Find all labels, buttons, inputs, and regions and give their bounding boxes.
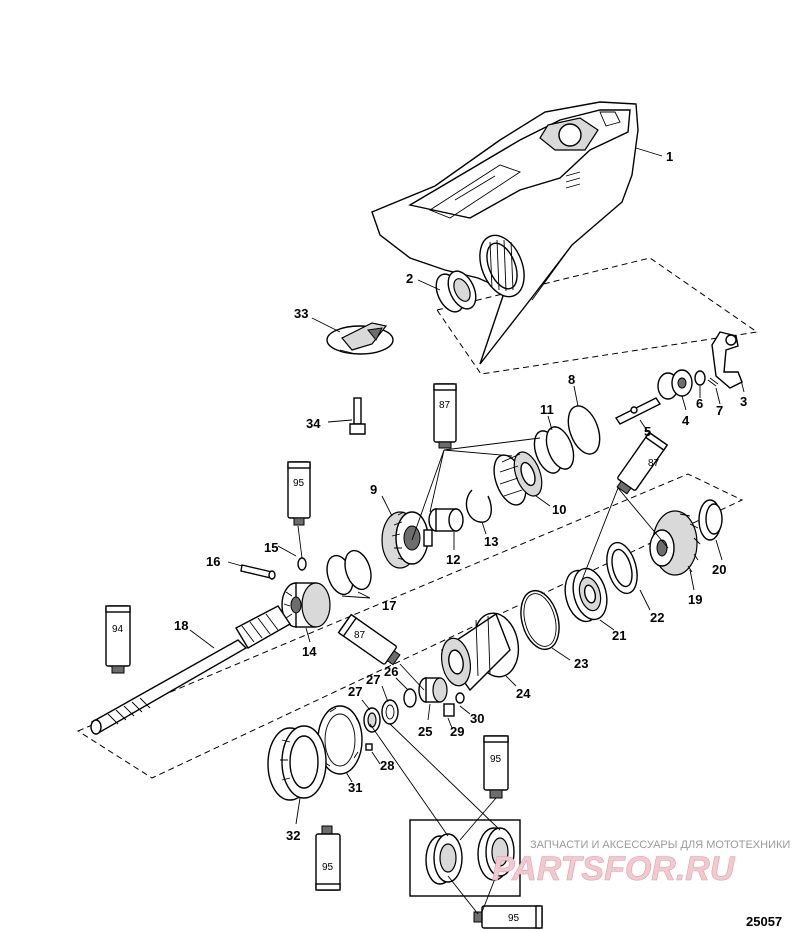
callout-16: 16 xyxy=(206,554,220,569)
callout-3: 3 xyxy=(740,394,747,409)
sealant-tube-95-d xyxy=(473,905,543,929)
key-28 xyxy=(365,743,373,751)
dashed-assembly-outline xyxy=(436,257,759,375)
callout-33: 33 xyxy=(294,306,308,321)
callout-4: 4 xyxy=(682,413,690,428)
callout-25: 25 xyxy=(418,724,432,739)
shift-crank xyxy=(711,331,743,389)
callout-2: 2 xyxy=(406,271,413,286)
callout-6: 6 xyxy=(696,396,703,411)
callout-30: 30 xyxy=(470,711,484,726)
ball-bearing-21 xyxy=(564,567,608,623)
anode xyxy=(326,322,394,355)
washer-26 xyxy=(403,688,417,708)
tube-labels: 87 95 87 94 87 95 95 95 xyxy=(112,400,660,924)
sealant-tube-95-c xyxy=(483,735,509,799)
callout-26: 26 xyxy=(384,664,398,679)
callout-1: 1 xyxy=(666,149,673,164)
callout-31: 31 xyxy=(348,780,362,795)
retaining-ring-8 xyxy=(567,405,601,455)
pin-6 xyxy=(694,370,706,386)
oil-seal-27-b-inner xyxy=(367,712,377,728)
shift-spool xyxy=(657,369,693,400)
callout-5: 5 xyxy=(644,424,651,439)
callout-11: 11 xyxy=(540,402,554,417)
callout-labels: 1 2 3 4 5 6 7 8 9 10 11 12 13 14 15 16 1… xyxy=(174,149,747,843)
tube-label-87-a: 87 xyxy=(439,400,451,411)
sealant-tube-87-b xyxy=(616,431,669,495)
thrust-washer-22 xyxy=(606,541,638,595)
propeller-shaft-18 xyxy=(90,605,291,735)
bearing-carrier-24 xyxy=(440,612,520,692)
bearing-cup xyxy=(435,270,477,313)
sleeve-12 xyxy=(428,508,464,532)
needle-bearing-25 xyxy=(418,677,448,703)
oil-seal-27-a-inner xyxy=(385,704,395,720)
figure-number: 25057 xyxy=(746,914,782,929)
callout-13: 13 xyxy=(484,534,498,549)
callout-23: 23 xyxy=(574,656,588,671)
o-ring-23 xyxy=(520,589,560,651)
sealant-tube-95-b xyxy=(315,825,341,891)
inset-seal-b xyxy=(477,827,515,881)
washer-30 xyxy=(455,692,465,704)
callout-24: 24 xyxy=(516,686,531,701)
tube-label-95-b: 95 xyxy=(322,862,334,873)
tube-label-95-a: 95 xyxy=(293,478,305,489)
inset-seal-a xyxy=(425,833,463,885)
callout-10: 10 xyxy=(552,502,566,517)
clutch-14 xyxy=(281,582,331,628)
callout-19: 19 xyxy=(688,592,702,607)
sealant-tube-95-a xyxy=(287,461,311,526)
snap-ring-13 xyxy=(465,489,492,523)
retainer-nut-32 xyxy=(267,725,327,801)
sealant-tube-94 xyxy=(105,605,131,674)
callout-7: 7 xyxy=(716,403,723,418)
pinion-gear-9 xyxy=(381,511,433,569)
tube-label-87-b: 87 xyxy=(648,458,660,469)
watermark-logo: PARTSFOR.RU xyxy=(492,850,736,888)
bearing-race-20 xyxy=(698,499,723,541)
callout-9: 9 xyxy=(370,482,377,497)
tube-label-95-c: 95 xyxy=(490,754,502,765)
callout-27b: 27 xyxy=(366,672,380,687)
callout-22: 22 xyxy=(650,610,664,625)
callout-29: 29 xyxy=(450,724,464,739)
bearing-race-11 xyxy=(533,426,575,474)
tapered-roller-bearing-10 xyxy=(493,451,543,506)
tube-label-94: 94 xyxy=(112,624,124,635)
callout-20: 20 xyxy=(712,562,726,577)
callout-17: 17 xyxy=(382,598,396,613)
tube-label-87-c: 87 xyxy=(354,630,366,641)
watermark-text: ЗАПЧАСТИ И АКСЕССУАРЫ ДЛЯ МОТОТЕХНИКИ xyxy=(530,839,790,851)
callout-27a: 27 xyxy=(348,684,362,699)
callout-8: 8 xyxy=(568,372,575,387)
screw-29 xyxy=(443,703,455,717)
spring-7 xyxy=(707,377,719,387)
callout-28: 28 xyxy=(380,758,394,773)
cross-pin-16 xyxy=(240,564,276,580)
callout-12: 12 xyxy=(446,552,460,567)
callout-21: 21 xyxy=(612,628,626,643)
leader-lines xyxy=(189,147,745,915)
callout-34: 34 xyxy=(306,416,321,431)
sealant-tube-87-c xyxy=(337,613,401,666)
callout-32: 32 xyxy=(286,828,300,843)
tube-label-95-d: 95 xyxy=(508,913,520,924)
gear-housing xyxy=(371,101,639,365)
screw-34 xyxy=(349,397,366,435)
callout-14: 14 xyxy=(302,644,317,659)
callout-15: 15 xyxy=(264,540,278,555)
oil-seal-27-a xyxy=(381,699,399,725)
sealant-tube-87-a xyxy=(433,383,457,449)
cam-follower xyxy=(614,397,662,425)
pin-15 xyxy=(297,557,307,571)
dashed-assembly-outline-lower xyxy=(76,473,744,779)
spring-17-b xyxy=(344,549,372,591)
callout-18: 18 xyxy=(174,618,188,633)
o-ring-23-inner xyxy=(523,593,557,647)
forward-gear-19 xyxy=(649,510,701,576)
